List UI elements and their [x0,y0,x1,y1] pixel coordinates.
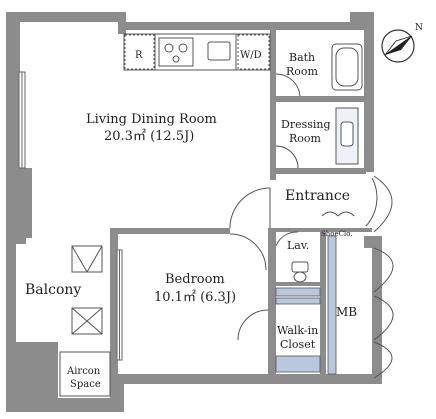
bedroom-area: 10.1㎡ (6.3J) [154,290,236,305]
bath-room-label-2: Room [286,65,319,78]
living-room-name: Living Dining Room [86,112,217,127]
compass-icon [381,29,415,63]
washer-dryer-label: W/D [240,50,262,61]
bedroom-name: Bedroom [165,272,225,287]
shoe-closet-label: ShoeClo. [321,230,353,238]
windows [18,71,123,361]
aircon-label-2: Space [70,379,101,390]
doors [229,73,394,379]
refrigerator-box [124,34,155,70]
mb-label: MB [336,305,357,319]
walls [6,12,382,412]
refrigerator-label: R [135,50,143,61]
sink-icon [207,41,231,61]
lav-label: Lav. [287,239,309,252]
bathtub-icon [331,43,363,91]
washer-box [237,34,270,70]
stove-icon [158,37,194,67]
toilet-icon [291,261,309,283]
walkin-closet-label-2: Closet [280,338,316,351]
aircon-label-1: Aircon [66,366,101,377]
balcony-fixtures [59,245,111,397]
basin-icon [335,107,359,165]
entrance-label: Entrance [285,188,350,204]
kitchen [123,33,271,71]
dressing-room-label-2: Room [289,132,322,145]
bath-room-label-1: Bath [289,51,315,64]
walkin-closet-label-1: Walk-in [277,324,318,337]
dressing-room-label-1: Dressing [281,118,331,131]
balcony-label: Balcony [25,282,81,298]
north-label: N [415,23,423,33]
living-room-area: 20.3㎡ (12.5J) [104,129,194,144]
closet-strips [275,235,337,375]
